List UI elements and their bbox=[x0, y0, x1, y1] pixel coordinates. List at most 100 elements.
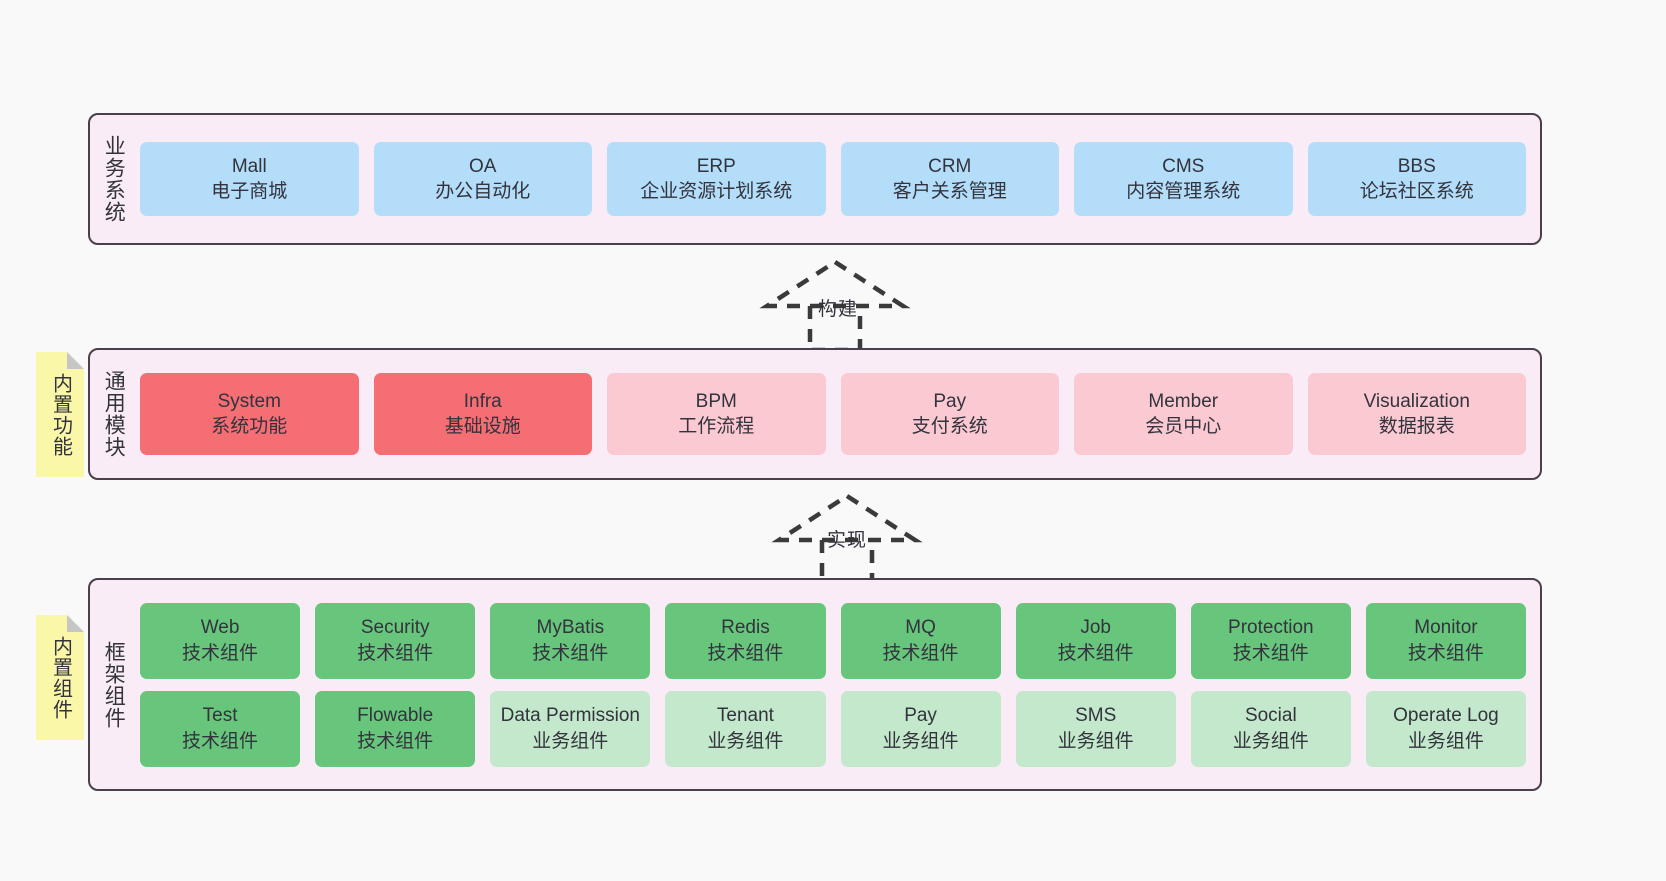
sticky-note-builtin-function[interactable]: 内置功能 bbox=[36, 352, 84, 477]
card-infra[interactable]: Infra 基础设施 bbox=[373, 373, 592, 455]
card-cms[interactable]: CMS 内容管理系统 bbox=[1074, 142, 1293, 216]
card-row: Web 技术组件 Security 技术组件 MyBatis 技术组件 Redi… bbox=[140, 602, 1526, 679]
card-title-en: Web bbox=[200, 617, 240, 639]
card-title-cn: 电子商城 bbox=[211, 181, 288, 202]
card-title-en: Security bbox=[360, 617, 430, 639]
card-title-cn: 业务组件 bbox=[882, 730, 959, 752]
card-title-en: Operate Log bbox=[1393, 705, 1499, 727]
card-title-en: Protection bbox=[1228, 617, 1314, 639]
connector-label-implement: 实现 bbox=[827, 530, 868, 551]
layer-framework-component[interactable]: 框架组件 Web 技术组件 Security 技术组件 MyBatis 技术组件… bbox=[88, 578, 1542, 791]
card-web[interactable]: Web 技术组件 bbox=[140, 602, 301, 679]
card-title-cn: 业务组件 bbox=[707, 730, 784, 752]
card-title-en: Pay bbox=[933, 390, 967, 412]
card-title-cn: 技术组件 bbox=[707, 642, 784, 664]
card-title-en: Tenant bbox=[716, 705, 774, 727]
card-visualization[interactable]: Visualization 数据报表 bbox=[1307, 373, 1526, 455]
card-pay[interactable]: Pay 支付系统 bbox=[840, 373, 1059, 455]
sticky-note-label: 内置功能 bbox=[49, 372, 72, 457]
layer-title-business-system: 业务系统 bbox=[102, 135, 126, 223]
card-test[interactable]: Test 技术组件 bbox=[140, 690, 301, 767]
card-title-cn: 工作流程 bbox=[678, 416, 755, 437]
card-title-cn: 支付系统 bbox=[911, 416, 988, 437]
card-member[interactable]: Member 会员中心 bbox=[1074, 373, 1293, 455]
card-tenant[interactable]: Tenant 业务组件 bbox=[665, 690, 826, 767]
card-title-en: Mall bbox=[231, 155, 267, 177]
card-data-permission[interactable]: Data Permission 业务组件 bbox=[490, 690, 651, 767]
card-grid: Web 技术组件 Security 技术组件 MyBatis 技术组件 Redi… bbox=[140, 602, 1526, 767]
card-redis[interactable]: Redis 技术组件 bbox=[665, 602, 826, 679]
card-title-cn: 技术组件 bbox=[1232, 642, 1309, 664]
card-title-cn: 技术组件 bbox=[357, 642, 434, 664]
card-title-en: Flowable bbox=[357, 705, 434, 727]
card-title-cn: 技术组件 bbox=[532, 642, 609, 664]
layer-title-common-module: 通用模块 bbox=[102, 370, 126, 458]
card-oa[interactable]: OA 办公自动化 bbox=[373, 142, 592, 216]
card-title-en: OA bbox=[469, 155, 497, 177]
card-title-cn: 系统功能 bbox=[211, 416, 288, 437]
card-bpm[interactable]: BPM 工作流程 bbox=[607, 373, 826, 455]
card-title-en: Social bbox=[1244, 705, 1297, 727]
card-row: Mall 电子商城 OA 办公自动化 ERP 企业资源计划系统 CRM 客户关系… bbox=[140, 142, 1526, 216]
card-title-en: CRM bbox=[928, 155, 972, 177]
card-title-cn: 技术组件 bbox=[882, 642, 959, 664]
card-title-en: Monitor bbox=[1414, 617, 1478, 639]
connector-label-build: 构建 bbox=[818, 299, 859, 320]
card-job[interactable]: Job 技术组件 bbox=[1015, 602, 1176, 679]
card-row: Test 技术组件 Flowable 技术组件 Data Permission … bbox=[140, 690, 1526, 767]
page-fold-icon bbox=[67, 352, 84, 369]
card-title-en: Pay bbox=[904, 705, 937, 727]
card-erp[interactable]: ERP 企业资源计划系统 bbox=[607, 142, 826, 216]
card-title-cn: 技术组件 bbox=[1057, 642, 1134, 664]
card-system[interactable]: System 系统功能 bbox=[140, 373, 359, 455]
card-social[interactable]: Social 业务组件 bbox=[1190, 690, 1351, 767]
card-title-en: Data Permission bbox=[500, 705, 640, 727]
sticky-note-fold-wrap-builtin-component bbox=[36, 615, 84, 740]
card-security[interactable]: Security 技术组件 bbox=[315, 602, 476, 679]
card-title-en: Job bbox=[1080, 617, 1111, 639]
layer-common-module[interactable]: 通用模块 System 系统功能 Infra 基础设施 BPM 工作流程 Pay… bbox=[88, 348, 1542, 480]
card-mybatis[interactable]: MyBatis 技术组件 bbox=[490, 602, 651, 679]
card-title-en: Visualization bbox=[1363, 390, 1470, 412]
card-title-cn: 论坛社区系统 bbox=[1359, 181, 1474, 202]
card-flowable[interactable]: Flowable 技术组件 bbox=[315, 690, 476, 767]
layer-business-system[interactable]: 业务系统 Mall 电子商城 OA 办公自动化 ERP 企业资源计划系统 CRM… bbox=[88, 113, 1542, 245]
card-title-en: Redis bbox=[721, 617, 770, 639]
layer-body-framework-component: Web 技术组件 Security 技术组件 MyBatis 技术组件 Redi… bbox=[136, 580, 1540, 789]
card-operate-log[interactable]: Operate Log 业务组件 bbox=[1365, 690, 1526, 767]
card-title-en: Member bbox=[1148, 390, 1219, 412]
layer-body-common-module: System 系统功能 Infra 基础设施 BPM 工作流程 Pay 支付系统… bbox=[136, 350, 1540, 478]
card-bbs[interactable]: BBS 论坛社区系统 bbox=[1307, 142, 1526, 216]
card-title-cn: 业务组件 bbox=[1057, 730, 1134, 752]
card-row: System 系统功能 Infra 基础设施 BPM 工作流程 Pay 支付系统… bbox=[140, 373, 1526, 455]
card-monitor[interactable]: Monitor 技术组件 bbox=[1365, 602, 1526, 679]
layer-body-business-system: Mall 电子商城 OA 办公自动化 ERP 企业资源计划系统 CRM 客户关系… bbox=[136, 115, 1540, 243]
card-title-en: CMS bbox=[1162, 155, 1205, 177]
card-title-cn: 会员中心 bbox=[1145, 416, 1222, 437]
card-title-cn: 数据报表 bbox=[1378, 416, 1455, 437]
card-title-cn: 技术组件 bbox=[182, 730, 259, 752]
card-title-en: ERP bbox=[696, 155, 736, 177]
card-title-en: System bbox=[217, 390, 281, 412]
sticky-note-fold-wrap-builtin-function bbox=[36, 352, 84, 477]
card-mq[interactable]: MQ 技术组件 bbox=[840, 602, 1001, 679]
card-title-en: Test bbox=[202, 705, 238, 727]
layer-title-framework-component: 框架组件 bbox=[102, 640, 126, 729]
card-mall[interactable]: Mall 电子商城 bbox=[140, 142, 359, 216]
card-crm[interactable]: CRM 客户关系管理 bbox=[840, 142, 1059, 216]
card-pay-business[interactable]: Pay 业务组件 bbox=[840, 690, 1001, 767]
card-title-cn: 办公自动化 bbox=[435, 181, 531, 202]
card-title-en: Infra bbox=[463, 390, 502, 412]
card-protection[interactable]: Protection 技术组件 bbox=[1190, 602, 1351, 679]
card-sms[interactable]: SMS 业务组件 bbox=[1015, 690, 1176, 767]
page-fold-icon bbox=[67, 615, 84, 632]
card-title-cn: 业务组件 bbox=[1232, 730, 1309, 752]
card-title-en: BPM bbox=[695, 390, 737, 412]
card-title-en: BBS bbox=[1397, 155, 1436, 177]
card-title-cn: 内容管理系统 bbox=[1126, 181, 1241, 202]
card-title-cn: 客户关系管理 bbox=[892, 181, 1007, 202]
card-title-cn: 技术组件 bbox=[182, 642, 259, 664]
card-title-cn: 业务组件 bbox=[1407, 730, 1484, 752]
card-title-cn: 技术组件 bbox=[357, 730, 434, 752]
card-title-en: SMS bbox=[1075, 705, 1117, 727]
